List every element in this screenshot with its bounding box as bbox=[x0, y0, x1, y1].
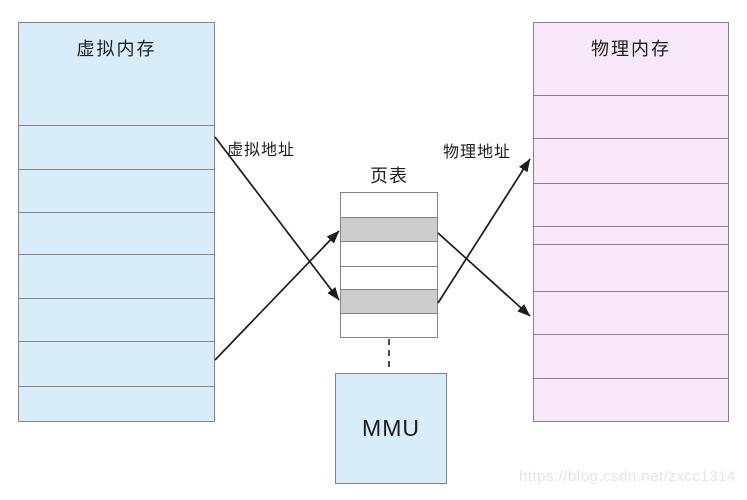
memory-row bbox=[341, 241, 437, 266]
memory-row bbox=[341, 313, 437, 337]
virtual-address-label: 虚拟地址 bbox=[227, 142, 296, 159]
physical-address-arrow-down bbox=[437, 232, 531, 317]
memory-row bbox=[341, 289, 437, 313]
memory-row bbox=[534, 334, 728, 378]
memory-row bbox=[534, 95, 728, 138]
page-table-title: 页表 bbox=[370, 166, 408, 186]
memory-row bbox=[19, 386, 214, 421]
virtual-address-arrow-up bbox=[214, 230, 340, 361]
page-table-rows bbox=[341, 193, 437, 337]
physical-memory-box: 物理内存 bbox=[533, 22, 729, 422]
memory-row bbox=[19, 125, 214, 169]
memory-row bbox=[341, 193, 437, 217]
mmu-label: MMU bbox=[362, 415, 420, 441]
mmu-box: MMU bbox=[335, 373, 447, 484]
memory-row bbox=[534, 138, 728, 183]
memory-row bbox=[534, 226, 728, 244]
virtual-address-arrow-down bbox=[214, 136, 340, 301]
memory-row bbox=[341, 217, 437, 241]
virtual-memory-title: 虚拟内存 bbox=[76, 39, 157, 59]
watermark-text: https://blog.csdn.net/zxcc1314 bbox=[519, 468, 736, 485]
physical-address-label: 物理地址 bbox=[443, 144, 512, 161]
physical-memory-title: 物理内存 bbox=[591, 39, 671, 59]
physical-address-arrow-up bbox=[437, 158, 531, 304]
memory-row bbox=[534, 244, 728, 291]
physical-memory-rows bbox=[534, 23, 728, 421]
memory-row bbox=[19, 254, 214, 298]
virtual-memory-rows bbox=[19, 23, 214, 421]
memory-row bbox=[19, 298, 214, 341]
memory-row bbox=[534, 183, 728, 226]
page-table-box bbox=[340, 192, 438, 338]
memory-row bbox=[19, 212, 214, 254]
memory-row bbox=[341, 266, 437, 289]
memory-row bbox=[534, 378, 728, 421]
virtual-memory-box: 虚拟内存 bbox=[18, 22, 215, 422]
memory-row bbox=[534, 291, 728, 334]
memory-row bbox=[19, 169, 214, 212]
memory-row bbox=[19, 341, 214, 386]
